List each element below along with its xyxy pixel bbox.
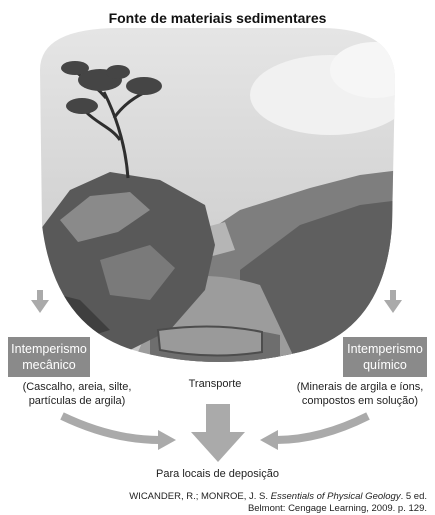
deposition-label: Para locais de deposição [110, 467, 325, 481]
chemical-products-line1: (Minerais de argila e íons, [285, 380, 435, 394]
down-arrow-right-head [384, 300, 402, 313]
citation-authors: WICANDER, R.; MONROE, J. S. [129, 491, 268, 502]
chemical-weathering-line2: químico [363, 357, 407, 373]
mechanical-weathering-box: Intemperismo mecânico [8, 337, 90, 377]
curved-arrow-right-head [260, 430, 278, 450]
chemical-products-line2: compostos em solução) [285, 394, 435, 408]
landscape-scene [30, 20, 420, 370]
transport-arrow [191, 404, 245, 462]
transport-label: Transporte [170, 377, 260, 391]
chemical-weathering-box: Intemperismo químico [343, 337, 427, 377]
curved-arrow-left-head [158, 430, 176, 450]
citation-book-title: Essentials of Physical Geology [271, 491, 401, 502]
citation-line2: Belmont: Cengage Learning, 2009. p. 129. [67, 503, 427, 515]
citation-line1: WICANDER, R.; MONROE, J. S. Essentials o… [67, 491, 427, 503]
chemical-products-caption: (Minerais de argila e íons, compostos em… [285, 380, 435, 408]
mechanical-products-line2: partículas de argila) [2, 394, 152, 408]
chemical-weathering-line1: Intemperismo [347, 341, 423, 357]
sediment-basin [158, 326, 262, 355]
mechanical-weathering-line2: mecânico [22, 357, 76, 373]
citation-edition: . 5 ed. [401, 491, 427, 502]
mechanical-products-line1: (Cascalho, areia, silte, [2, 380, 152, 394]
mechanical-products-caption: (Cascalho, areia, silte, partículas de a… [2, 380, 152, 408]
curved-arrow-left-shaft [62, 416, 160, 440]
curved-arrow-right-shaft [276, 416, 368, 440]
mechanical-weathering-line1: Intemperismo [11, 341, 87, 357]
down-arrow-left-head [31, 300, 49, 313]
